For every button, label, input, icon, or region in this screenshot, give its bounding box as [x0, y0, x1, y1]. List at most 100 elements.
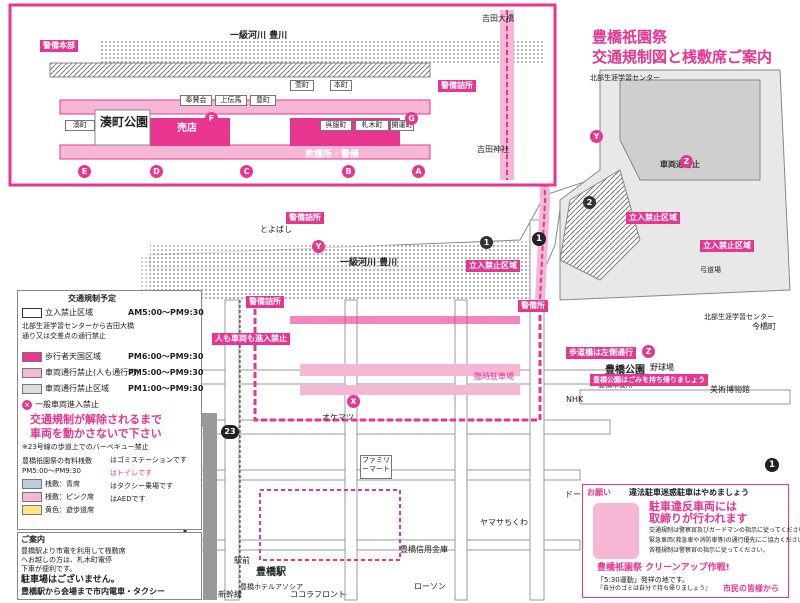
legend-row5: 一般車両進入禁止 — [35, 400, 99, 409]
restricted-area-label-1: 立入禁止区域 — [466, 260, 520, 272]
map-subtitle: 交通規制図と桟敷席ご案内 — [592, 48, 773, 66]
legend-warn2: 車両を動かさないで下さい — [30, 427, 162, 440]
north-center-label: 北部生涯学習センター — [704, 313, 774, 321]
legend-row2-label: 歩行者天国区域 — [45, 352, 101, 361]
restricted-area-label-2: 立入禁止区域 — [626, 212, 680, 224]
guard-post-label-2: 警備詰所 — [246, 296, 284, 308]
nhk-label: NHK — [566, 395, 584, 404]
legend-row4-time: PM1:00〜PM9:30 — [128, 384, 204, 393]
temp-parking-label: 臨時駐車場 — [474, 372, 514, 381]
gate-d: D — [150, 165, 163, 178]
legend-seat-pink: 桟敷：ピンク席 — [45, 493, 94, 501]
legend-row1-time: AM5:00〜PM9:30 — [128, 308, 204, 317]
legend-note1: 北部生涯学習センターから吉田大橋 — [22, 322, 134, 330]
overpass-keep-left-label: 歩道橋は左側通行 — [566, 347, 636, 359]
gate-a: A — [412, 165, 425, 178]
info-bullet2: 緊急車両(救急車や消防車等)の通行優先にご協力ください。 — [649, 537, 800, 544]
no-entry-label: 人も車両も進入禁止 — [212, 333, 290, 345]
inset-north-center-label: 北部生涯学習センター — [590, 74, 660, 82]
stand-yutakamachi: 豊町 — [250, 95, 276, 106]
legend-seat-header: 豊橋祇園祭の有料桟敷 — [22, 457, 92, 465]
taxi-y-2: Y — [312, 240, 325, 253]
stand-honmachi: 本町 — [330, 80, 352, 91]
baseball-label: 野球場 — [650, 363, 674, 372]
inset-shop-label: 売店 — [177, 123, 197, 134]
legend-note2: ※23号線の歩道上でのバーベキュー禁止 — [22, 443, 149, 451]
police-hq-label: 警備本部 — [40, 40, 78, 52]
legend-panel: 交通規制予定 立入禁止区域 AM5:00〜PM9:30 北部生涯学習センターから… — [17, 290, 204, 530]
inset-patrol-label: 救護所・警備 — [305, 150, 360, 160]
inset-park-label: 湊町公園 — [100, 115, 149, 129]
guide-panel: ご案内 豊橋駅より市電を利用して桟敷席 へお越しの方は、札木町電停 下車が便利で… — [17, 532, 202, 600]
inset-river-label: 一級河川 豊川 — [230, 31, 288, 41]
bank-label: 豊橋信用金庫 — [400, 545, 448, 554]
guide-parking1: 駐車場はございません。 — [21, 575, 120, 585]
yoshida-bridge-label: 吉田大橋 — [482, 14, 514, 23]
zone-z-2: Z — [642, 345, 655, 358]
guard-post-label-3: 警備所 — [518, 300, 548, 312]
stand-minato: 湊町 — [65, 120, 95, 131]
legend-seat-time: PM5:00〜PM9:30 — [22, 467, 81, 475]
river-label: 一級河川 豊川 — [340, 258, 398, 268]
guide-line3: 下車が便利です。 — [21, 565, 77, 573]
lawson-label: ローソン — [414, 582, 446, 591]
stand-gofuku: 呉服町 — [320, 120, 352, 131]
info-header: お願い — [587, 488, 611, 497]
zone-z-1: Z — [680, 155, 693, 168]
stand-kayacho: 萱町 — [290, 80, 314, 91]
inset-shrine-label: 吉田神社 — [477, 145, 509, 154]
police-mascot-icon — [593, 503, 639, 559]
okaiya-label: オケマツ — [322, 413, 354, 422]
yamasa-label: ヤマサちくわ — [480, 518, 528, 527]
legend-row1-label: 立入禁止区域 — [45, 308, 93, 317]
legend-gomi: はゴミステーションです — [110, 456, 187, 464]
legend-warn1: 交通規制が解除されるまで — [30, 413, 162, 426]
guard-post-label-1: 警備詰所 — [286, 212, 324, 224]
imahashi-label: 今橋町 — [752, 322, 776, 331]
restricted-area-label-3: 立入禁止区域 — [700, 240, 754, 252]
guide-line1: 豊橋駅より市電を利用して桟敷席 — [21, 547, 126, 555]
toyohashi-park-label: 豊橋公園 — [605, 365, 645, 376]
area-1-marker: 1 — [480, 236, 493, 249]
legend-seat-blue: 桟敷：青席 — [45, 480, 80, 488]
legend-wc: はトイレです — [110, 469, 152, 477]
inset-guard-post: 警備詰所 — [438, 80, 476, 92]
info-panel: お願い 違法駐車迷惑駐車はやめましょう 駐車違反車両には 取締りが行われます 交… — [582, 484, 800, 598]
legend-row2-time: PM6:00〜PM9:30 — [128, 352, 204, 361]
route-1-sign-east: 1 — [765, 458, 779, 472]
gate-g: G — [405, 112, 418, 125]
legend-taxi: はタクシー乗場です — [110, 482, 173, 490]
info-cleanup-title: 豊橋祇園祭 クリーンアップ作戦! — [597, 563, 730, 573]
legend-aed: はAEDです — [110, 495, 146, 503]
route-23-sign: 23 — [221, 425, 239, 439]
guide-line2: へお越しの方は、札木町電停 — [21, 556, 112, 564]
river-area — [150, 245, 540, 300]
gate-b: B — [342, 165, 355, 178]
legend-note1b: 通り又は交差点の通行禁止 — [22, 332, 106, 340]
art-museum-label: 美術博物館 — [710, 385, 750, 394]
stand-hosankai: 奉賛会 — [180, 95, 212, 106]
legend-seat-yellow: 黄色：遊歩道席 — [45, 506, 94, 514]
stand-fudagi: 札木町 — [355, 120, 389, 131]
info-bullet1: 交通規制は警察官及びガードマンの指示に従ってください。 — [649, 527, 800, 534]
info-title: 違法駐車迷惑駐車はやめましょう — [629, 488, 749, 497]
taxi-y-1: Y — [590, 130, 603, 143]
legend-row3-label: 車両通行禁止(人も通行可) — [45, 368, 140, 377]
family-mart-label: ファミリーマート — [360, 455, 392, 479]
info-banner2: 取締りが行われます — [649, 512, 748, 525]
toyohashi-bridge-label: とよばし — [260, 225, 292, 234]
stand-kamidenma: 上伝馬 — [215, 95, 247, 106]
route-1-sign-north: 1 — [532, 232, 546, 246]
legend-header: 交通規制予定 — [68, 294, 116, 303]
legend-row3-time: PM5:00〜PM9:30 — [128, 368, 204, 377]
gate-c: C — [240, 165, 253, 178]
gate-e: E — [78, 165, 91, 178]
info-cleanup1: 「5:30運動」発祥の地です。 — [597, 576, 690, 584]
park-trash-label: 豊橋公園はごみを持ち帰りましょう — [590, 374, 708, 386]
shinkansen-label: 新幹線 — [218, 590, 242, 599]
zone-x-1: X — [347, 395, 360, 408]
stand-kaiun: 開運町 — [390, 120, 414, 131]
info-bullet3: 各種規制は警察官の指示に従ってください。 — [649, 547, 769, 554]
